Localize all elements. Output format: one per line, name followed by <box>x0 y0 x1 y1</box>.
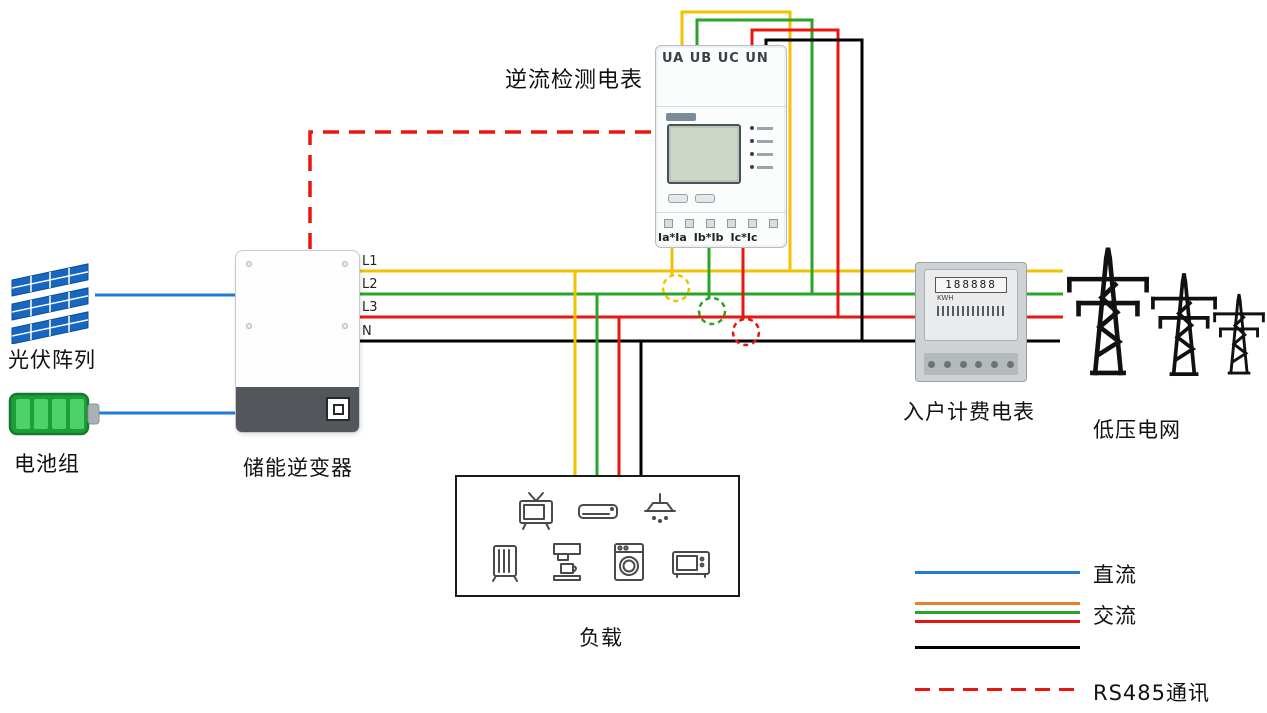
inverter-unit <box>235 250 360 433</box>
legend-ac-line-green <box>915 611 1080 614</box>
meter-divider <box>656 212 786 213</box>
legend-ac-label: 交流 <box>1093 604 1137 628</box>
meter-ct-terminal-labels: Ia*Ia Ib*Ib Ic*Ic <box>658 231 757 244</box>
phase-label-l2: L2 <box>362 277 378 292</box>
tv-icon <box>518 492 553 530</box>
coffee-machine-icon <box>552 543 581 581</box>
screw-icon <box>246 261 252 267</box>
grid-towers-icon <box>1062 246 1265 376</box>
air-conditioner-icon <box>577 504 618 519</box>
legend-rs485-label: RS485通讯 <box>1093 681 1211 705</box>
meter-voltage-terminals: UA UB UC UN <box>662 51 769 66</box>
meter-brand-logo <box>666 113 696 121</box>
load-box <box>455 475 740 597</box>
pv-array-icon <box>11 263 89 344</box>
inverter-bottom-panel <box>236 387 359 432</box>
phase-label-l1: L1 <box>362 254 378 269</box>
ct-clamp-a <box>661 273 691 303</box>
grid-label: 低压电网 <box>1093 418 1181 442</box>
phase-label-l3: L3 <box>362 300 378 315</box>
legend-neutral-line <box>915 646 1080 649</box>
washing-machine-icon <box>613 543 644 581</box>
billing-meter-terminals <box>924 353 1018 375</box>
heater-icon <box>491 545 518 582</box>
inverter-label: 储能逆变器 <box>243 456 353 480</box>
ct-terminal-b: Ib*Ib <box>693 231 724 244</box>
ct-terminal-c: Ic*Ic <box>730 231 758 244</box>
meter-lcd-screen <box>667 124 741 184</box>
load-appliance-row <box>513 490 683 534</box>
reverse-flow-meter: UA UB UC UN Ia*Ia Ib*Ib Ic*Ic <box>655 45 787 248</box>
screw-icon <box>342 261 348 267</box>
pv-array-label: 光伏阵列 <box>8 348 96 372</box>
billing-meter-label: 入户计费电表 <box>903 400 1035 424</box>
rs485-link <box>308 130 652 249</box>
battery-icon <box>8 392 100 436</box>
wire-ub-tap <box>695 18 814 294</box>
ct-clamp-b <box>697 296 727 326</box>
legend-ac-line-red <box>915 620 1080 623</box>
wire-ua-tap <box>680 10 792 271</box>
legend-dc-line <box>915 571 1080 574</box>
ct-terminal-a: Ia*Ia <box>658 231 687 244</box>
range-hood-icon <box>643 493 676 523</box>
legend-dc-label: 直流 <box>1093 563 1137 587</box>
inverter-port-icon <box>326 397 350 421</box>
screw-icon <box>246 323 252 329</box>
billing-meter: 188888 KWH <box>915 262 1027 382</box>
legend-ac-line-orange <box>915 602 1080 605</box>
wire-uc-tap <box>750 28 840 317</box>
meter-divider <box>656 106 786 107</box>
reverse-meter-label: 逆流检测电表 <box>505 68 644 93</box>
load-appliance-row <box>482 540 714 584</box>
meter-status-leds <box>750 126 782 178</box>
phase-label-n: N <box>362 324 372 339</box>
legend-rs485-line <box>915 688 1080 691</box>
ct-clamp-c <box>731 317 761 347</box>
load-label: 负载 <box>579 626 623 650</box>
meter-terminal-screws <box>664 219 778 228</box>
billing-meter-display: 188888 <box>935 277 1007 293</box>
barcode-icon <box>937 306 1005 316</box>
billing-meter-face: 188888 KWH <box>924 269 1018 341</box>
billing-meter-unit: KWH <box>937 294 954 302</box>
meter-buttons <box>668 194 715 203</box>
battery-label: 电池组 <box>14 452 80 476</box>
microwave-icon <box>671 551 710 578</box>
screw-icon <box>342 323 348 329</box>
